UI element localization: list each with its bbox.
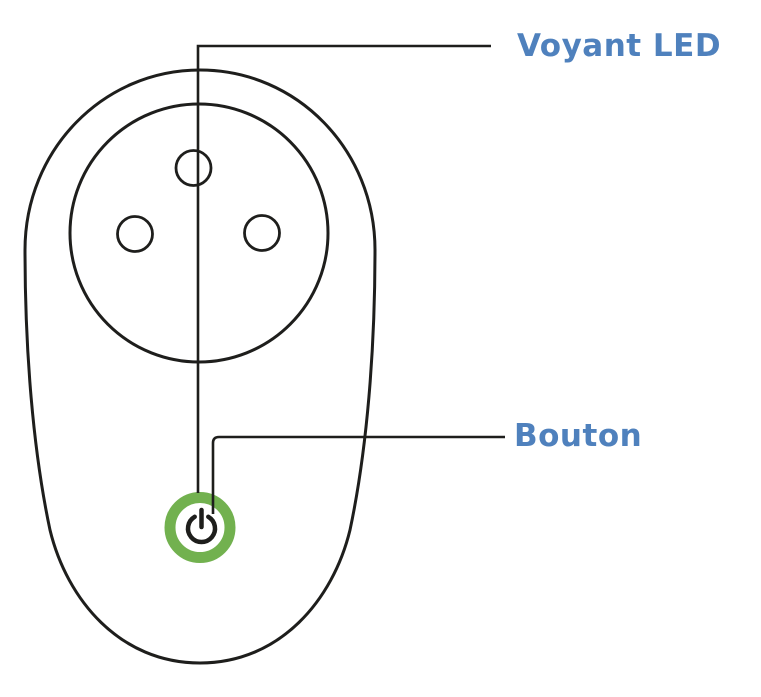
socket-hole-right <box>243 214 281 252</box>
power-icon-arc <box>185 514 218 545</box>
led-callout-line <box>196 44 491 493</box>
button-callout-line <box>211 435 505 514</box>
earth-pin-hole <box>174 149 213 187</box>
led-ring <box>164 492 236 563</box>
plug-body-outline <box>23 68 377 665</box>
power-icon <box>185 507 218 545</box>
led-label: Voyant LED <box>517 28 722 64</box>
button-label: Bouton <box>514 418 643 454</box>
socket-hole-left <box>116 215 154 253</box>
